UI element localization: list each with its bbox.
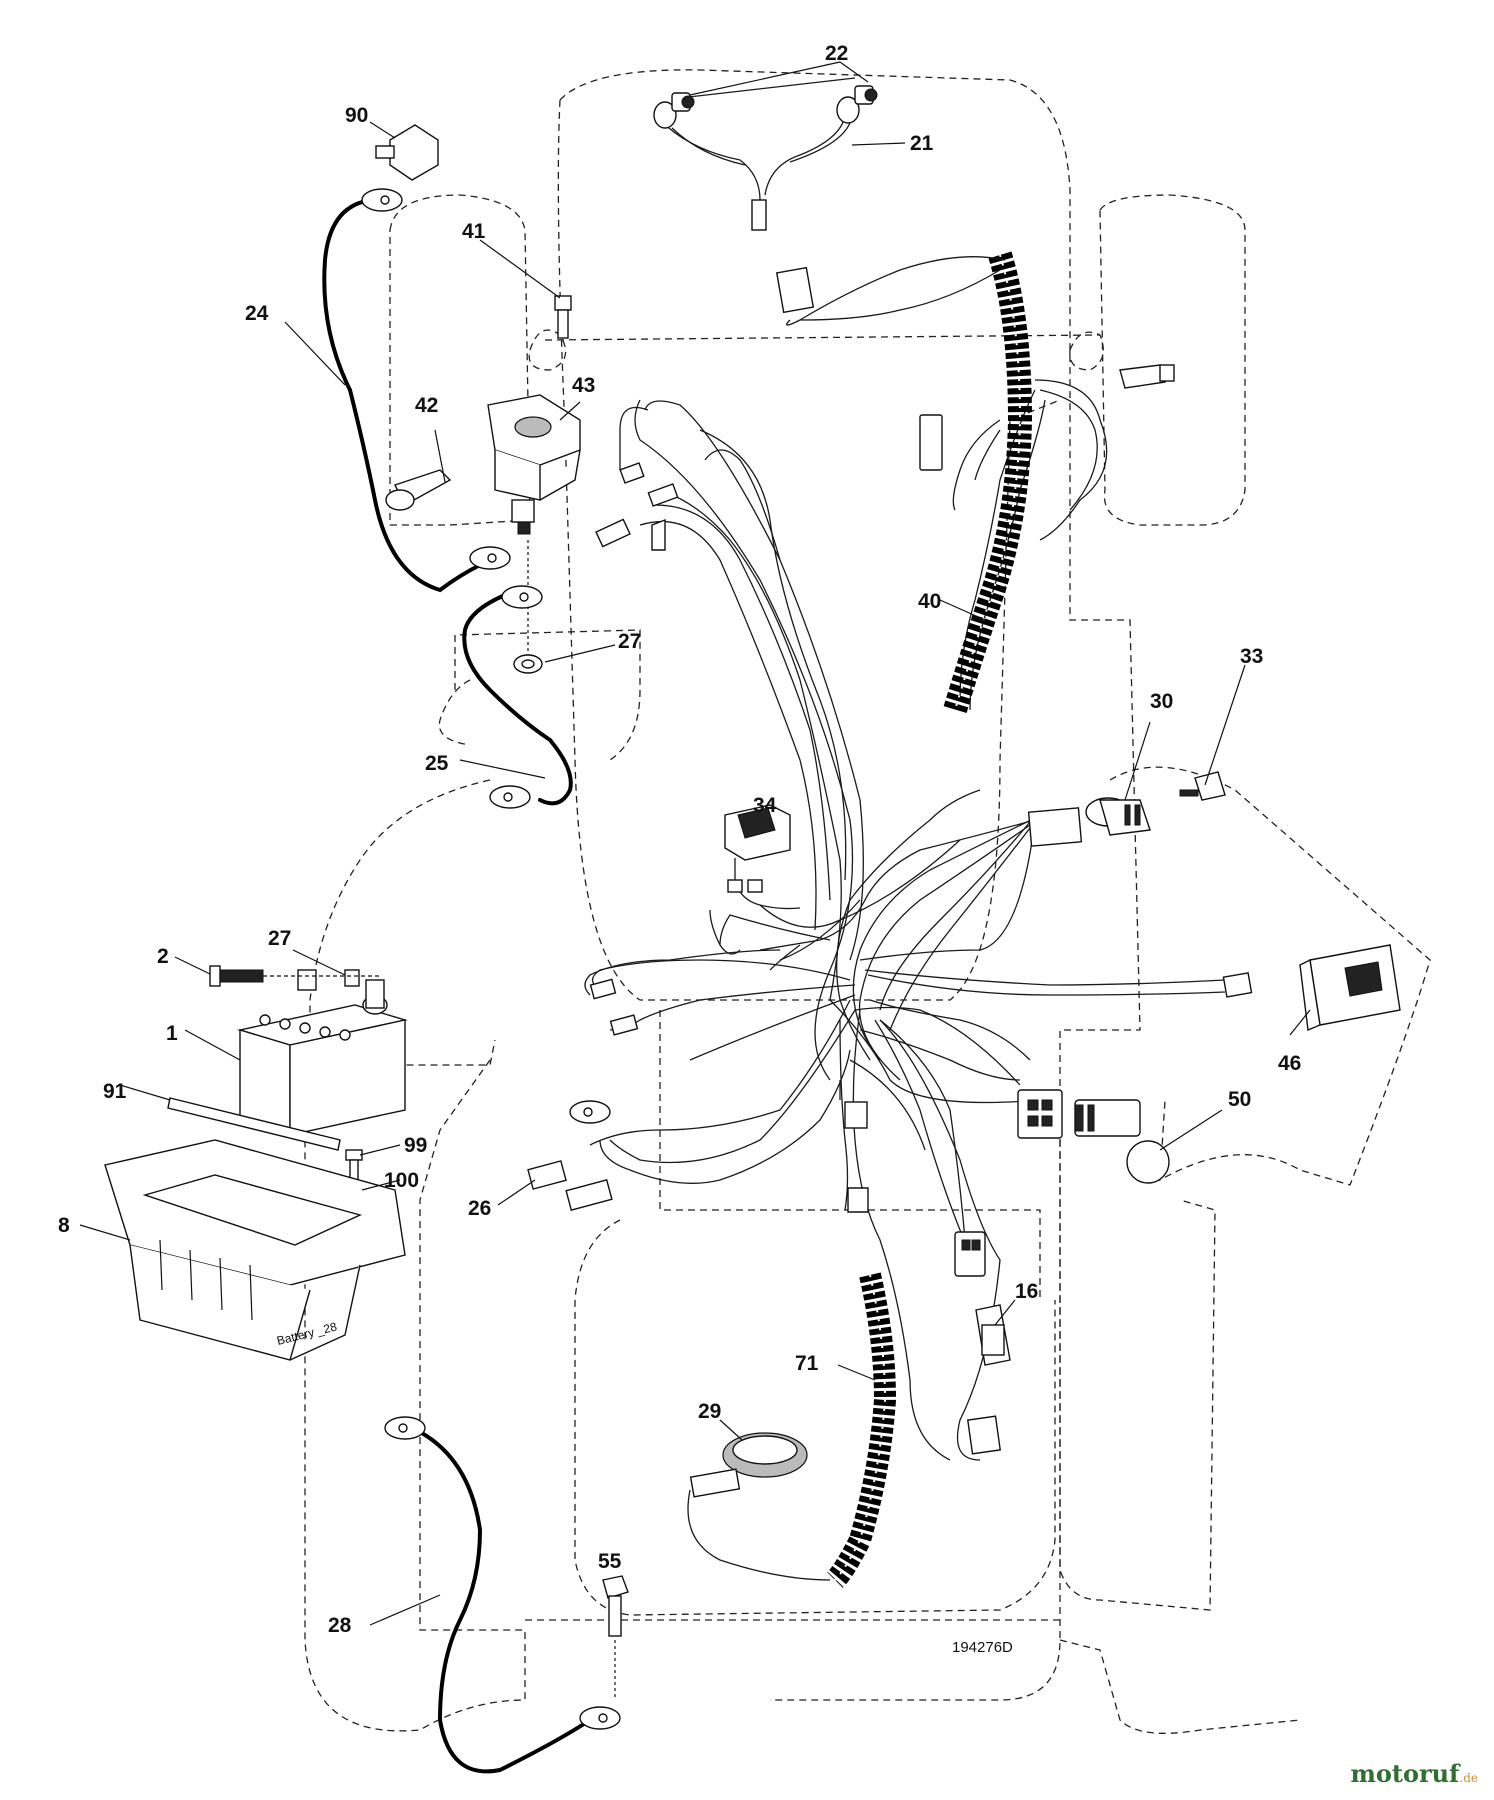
- harness-key-connector: [1027, 807, 1083, 847]
- callout-16: 16: [1015, 1280, 1038, 1303]
- bolt-55: [602, 1575, 629, 1637]
- callout-1: 1: [166, 1022, 178, 1045]
- callout-30: 30: [1150, 690, 1173, 713]
- main-harness: [584, 389, 1226, 1461]
- callout-71: 71: [795, 1352, 819, 1375]
- callout-8: 8: [58, 1214, 70, 1237]
- bolt-41: [554, 295, 572, 339]
- conduit-71: [826, 1272, 897, 1588]
- cable-24-ring-bottom: [469, 546, 511, 570]
- terminal-boot-90: [375, 124, 439, 181]
- key-33: [1179, 771, 1226, 801]
- watermark-suffix: .de: [1459, 1771, 1478, 1785]
- bolt-2: [209, 965, 264, 987]
- harness-connectors-upper: [595, 462, 679, 551]
- callout-41: 41: [462, 220, 486, 243]
- harness-connector-8pin: [1017, 1089, 1063, 1139]
- harness-connectors-lower: [844, 1101, 986, 1277]
- figure-code: 194276D: [952, 1639, 1013, 1656]
- cable-24: [322, 198, 482, 593]
- callout-2: 2: [157, 945, 169, 968]
- conduit-40: [943, 251, 1033, 714]
- callout-26: 26: [468, 1197, 491, 1220]
- callout-29: 29: [698, 1400, 721, 1423]
- callout-99: 99: [404, 1134, 427, 1157]
- callout-28: 28: [328, 1614, 352, 1637]
- callout-21: 21: [910, 132, 934, 155]
- headlight-harness: [653, 77, 878, 231]
- callout-25: 25: [425, 752, 449, 775]
- watermark-main: motoruf: [1350, 1759, 1460, 1788]
- cable-24-ring-top: [361, 188, 403, 212]
- nut-27-top: [513, 654, 543, 674]
- fuse-26: [527, 1160, 613, 1211]
- harness-connectors-right: [919, 364, 1175, 541]
- watermark-logo: motoruf.de: [1350, 1759, 1478, 1788]
- callout-50: 50: [1228, 1088, 1251, 1111]
- harness-connectors-left: [569, 978, 639, 1124]
- callout-27-top: 27: [618, 630, 641, 653]
- cable-25: [462, 593, 573, 806]
- callout-33: 33: [1240, 645, 1263, 668]
- callout-46: 46: [1278, 1052, 1301, 1075]
- callout-90: 90: [345, 104, 368, 127]
- callout-24: 24: [245, 302, 269, 325]
- seat-switch-29: [687, 1432, 831, 1581]
- battery-1: [237, 969, 408, 1136]
- strap-91: [167, 1097, 341, 1151]
- headlight-left: [653, 92, 695, 129]
- battery-tray-8: [104, 1139, 406, 1361]
- cable-25-ring-bottom: [489, 785, 531, 809]
- headlight-plug: [751, 199, 767, 231]
- boot-42: [385, 469, 452, 511]
- callout-22: 22: [825, 42, 848, 65]
- callout-55: 55: [598, 1550, 622, 1573]
- callout-100: 100: [384, 1169, 419, 1192]
- callout-27-battery: 27: [268, 927, 291, 950]
- cable-28: [418, 1430, 592, 1774]
- headlight-right: [836, 85, 878, 124]
- solenoid-43: [487, 394, 581, 535]
- hour-meter-46: [1299, 944, 1401, 1032]
- nut-27-battery: [344, 969, 360, 987]
- harness-plug-upper: [775, 266, 815, 314]
- callout-43: 43: [572, 374, 595, 397]
- rocker-switch-34: [724, 804, 961, 928]
- cable-25-ring-top: [501, 585, 543, 609]
- callout-40: 40: [918, 590, 941, 613]
- cable-28-ring-bottom: [579, 1706, 621, 1730]
- ignition-switch-30: [1085, 797, 1151, 836]
- callout-42: 42: [415, 394, 438, 417]
- cable-28-ring-top: [384, 1416, 426, 1440]
- leader-lines: [79, 61, 1311, 1626]
- switch-50: [1074, 1099, 1170, 1184]
- callout-91: 91: [103, 1080, 127, 1103]
- callout-labels: 22 21 90 41 24 43 42 40 27 25 33 30 34 2…: [58, 42, 1301, 1637]
- harness-plug-46: [1222, 972, 1253, 998]
- pto-switch-16: [966, 1304, 1011, 1455]
- callout-34: 34: [753, 794, 777, 817]
